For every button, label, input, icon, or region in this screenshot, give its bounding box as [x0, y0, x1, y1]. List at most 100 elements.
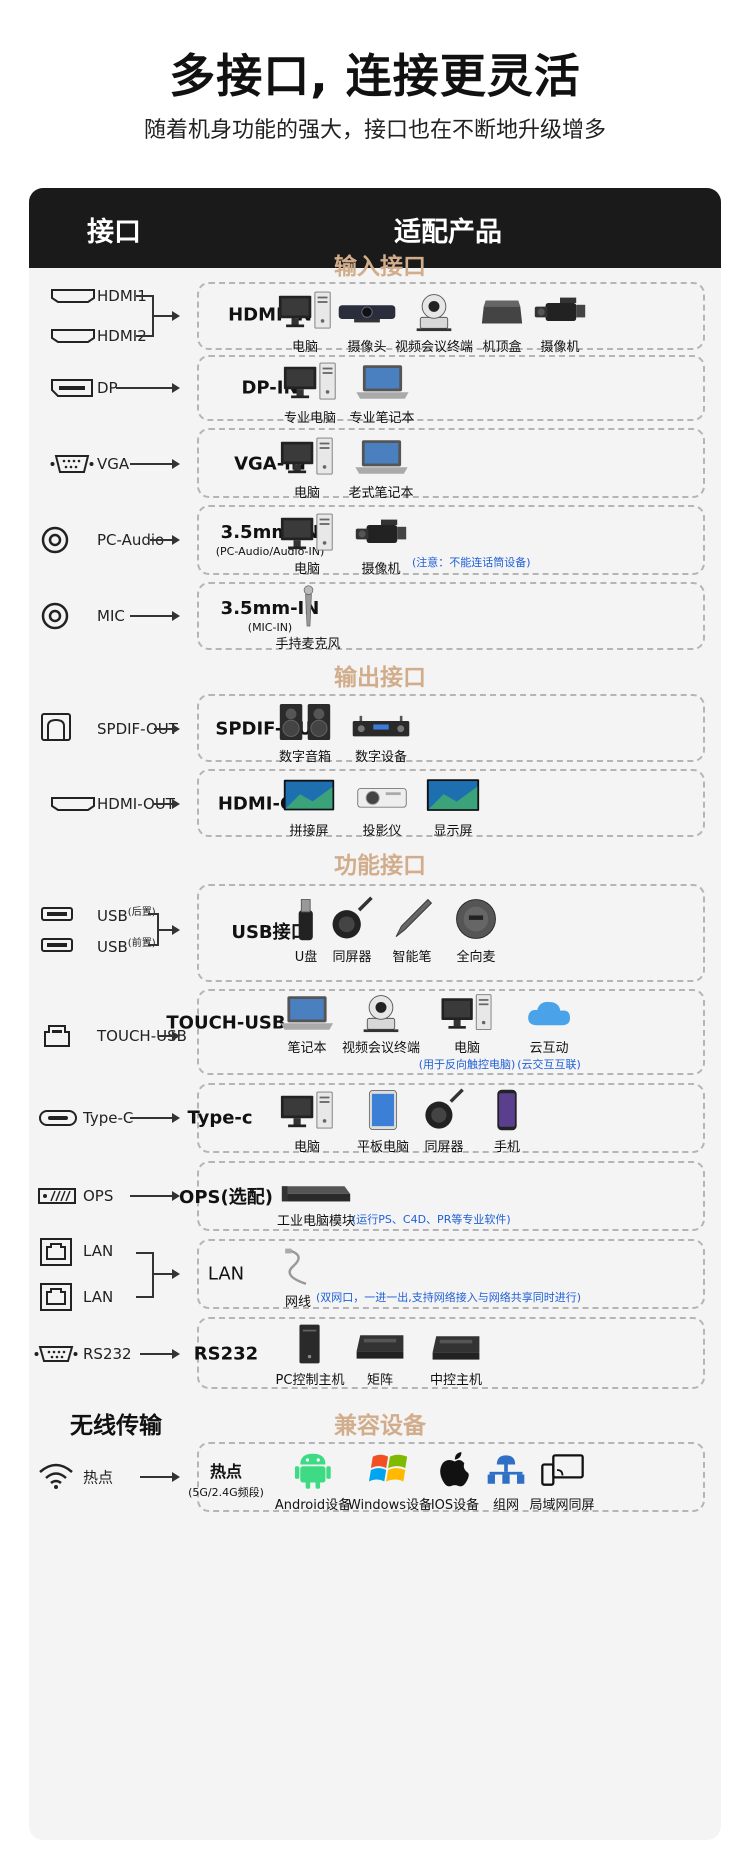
product-android: Android设备 — [275, 1448, 351, 1513]
touch-usb-port-icon — [44, 1025, 70, 1047]
lan1-port-label: LAN — [83, 1242, 114, 1260]
rs232-port-icon — [34, 1346, 78, 1362]
connector-line — [116, 387, 174, 389]
product-caption: 同屏器 — [424, 1140, 464, 1155]
lan-note: (双网口，一进一出,支持网络接入与网络共享同时进行) — [316, 1291, 582, 1304]
arrow-icon — [172, 925, 180, 935]
page-subtitle: 随着机身功能的强大，接口也在不断地升级增多 — [143, 118, 606, 143]
product-caption: Android设备 — [274, 1498, 352, 1513]
hdmi2-port-label: HDMI2 — [97, 327, 147, 345]
arrow-icon — [172, 1031, 180, 1041]
pcaudio-port-label: PC-Audio — [97, 531, 165, 549]
product-screen-share: 同屏器 — [422, 1088, 466, 1155]
product-caption: 拼接屏 — [289, 824, 329, 839]
connector-line — [157, 929, 174, 931]
connector-line — [154, 728, 174, 730]
speaker-icon — [278, 702, 332, 742]
microphone-icon — [300, 585, 316, 629]
rs232-port-label: RS232 — [83, 1345, 132, 1363]
row-rs232-label: RS232 — [193, 1343, 259, 1365]
product-caption: 视频会议终端 — [341, 1041, 421, 1056]
product-network-cable: 网线 — [281, 1247, 315, 1310]
product-laptop: 笔记本 — [279, 993, 335, 1056]
optical-port-icon — [41, 713, 71, 741]
wireless-dongle-icon — [422, 1088, 466, 1132]
product-workstation: 专业电脑 — [283, 361, 337, 426]
hdmi1-port-icon — [51, 289, 95, 303]
row-ops-box — [197, 1161, 705, 1231]
product-lan-cast: 局域网同屏 — [529, 1450, 595, 1513]
connector-line — [158, 1035, 174, 1037]
usb-front-port-label: USB(前置) — [97, 934, 156, 956]
row-typec-label: Type-c — [187, 1107, 253, 1129]
row-spdif-box — [197, 694, 705, 762]
product-caption: 电脑 — [293, 562, 320, 577]
product-caption: 视频会议终端 — [394, 340, 474, 355]
touchusb-pc-note: (用于反向触控电脑) — [418, 1058, 516, 1071]
product-caption: 全向麦 — [456, 950, 496, 965]
android-icon — [295, 1448, 331, 1490]
desktop-pc-icon — [280, 1090, 334, 1132]
product-caption: 平板电脑 — [356, 1140, 410, 1155]
hdmi-out-port-icon — [51, 797, 95, 811]
product-caption: 电脑 — [293, 486, 320, 501]
mic-port-label: MIC — [97, 607, 125, 625]
conference-mic-icon — [453, 896, 499, 942]
product-pc: 电脑 — [280, 512, 334, 577]
typec-port-icon — [39, 1110, 77, 1126]
product-caption: 电脑 — [293, 1140, 320, 1155]
product-camcorder: 摄像机 — [354, 514, 408, 577]
product-old-laptop: 老式笔记本 — [348, 436, 414, 501]
product-caption: 数字设备 — [354, 750, 407, 765]
product-pc-control-host: PC控制主机 — [275, 1323, 345, 1388]
desktop-pc-icon — [280, 436, 334, 478]
product-caption: 摄像头 — [347, 340, 387, 355]
product-cloud-interaction: 云互动(云交互互联) — [517, 995, 581, 1072]
product-screen-share: 同屏器 — [329, 896, 375, 965]
touchusb-port-label: TOUCH-USB — [97, 1027, 187, 1045]
row-mic-title: 3.5mm-IN — [220, 598, 320, 619]
product-video-wall: 拼接屏 — [282, 776, 336, 839]
display-icon — [282, 776, 336, 816]
product-webcam: 摄像头 — [337, 294, 397, 355]
row-touchusb-box — [197, 989, 705, 1075]
connector-line — [136, 1252, 153, 1254]
wireless-dongle-icon — [329, 896, 375, 942]
hdmi1-port-label: HDMI1 — [97, 287, 147, 305]
laptop-icon — [353, 436, 409, 478]
product-tablet: 平板电脑 — [357, 1088, 409, 1155]
control-host-icon — [426, 1329, 486, 1365]
product-pc: 电脑 — [280, 436, 334, 501]
connector-line — [154, 803, 174, 805]
row-hotspot-box — [197, 1442, 705, 1512]
settop-box-icon — [478, 292, 526, 332]
section-output-heading: 输出接口 — [334, 665, 426, 691]
product-caption: 云互动 — [529, 1041, 569, 1056]
product-caption: 数字音箱 — [278, 750, 331, 765]
desktop-pc-icon — [440, 993, 494, 1033]
arrow-icon — [172, 1269, 180, 1279]
connector-line — [130, 615, 174, 617]
product-caption: 矩阵 — [366, 1373, 393, 1388]
connector-line — [148, 944, 158, 946]
mic-jack-icon — [41, 602, 69, 630]
ops-port-label: OPS — [83, 1187, 114, 1205]
camcorder-icon — [533, 292, 587, 332]
product-caption: 组网 — [492, 1498, 519, 1513]
laptop-icon — [354, 361, 410, 403]
product-caption: 手持麦克风 — [275, 637, 341, 652]
connector-line — [148, 913, 158, 915]
product-handheld-mic: 手持麦克风 — [275, 585, 341, 652]
connector-line — [136, 335, 153, 337]
row-mic-label: 3.5mm-IN(MIC-IN) — [221, 598, 320, 634]
table-header: 接口 适配产品 — [29, 188, 721, 268]
desktop-pc-icon — [283, 361, 337, 403]
usb-front-sup: (前置) — [127, 938, 156, 949]
product-caption: 智能笔 — [392, 950, 432, 965]
usb-drive-icon — [295, 896, 317, 942]
arrow-icon — [172, 459, 180, 469]
product-caption: PC控制主机 — [275, 1373, 345, 1388]
connector-line — [130, 1117, 174, 1119]
product-caption: 专业笔记本 — [349, 411, 415, 426]
row-mic-box — [197, 582, 705, 650]
